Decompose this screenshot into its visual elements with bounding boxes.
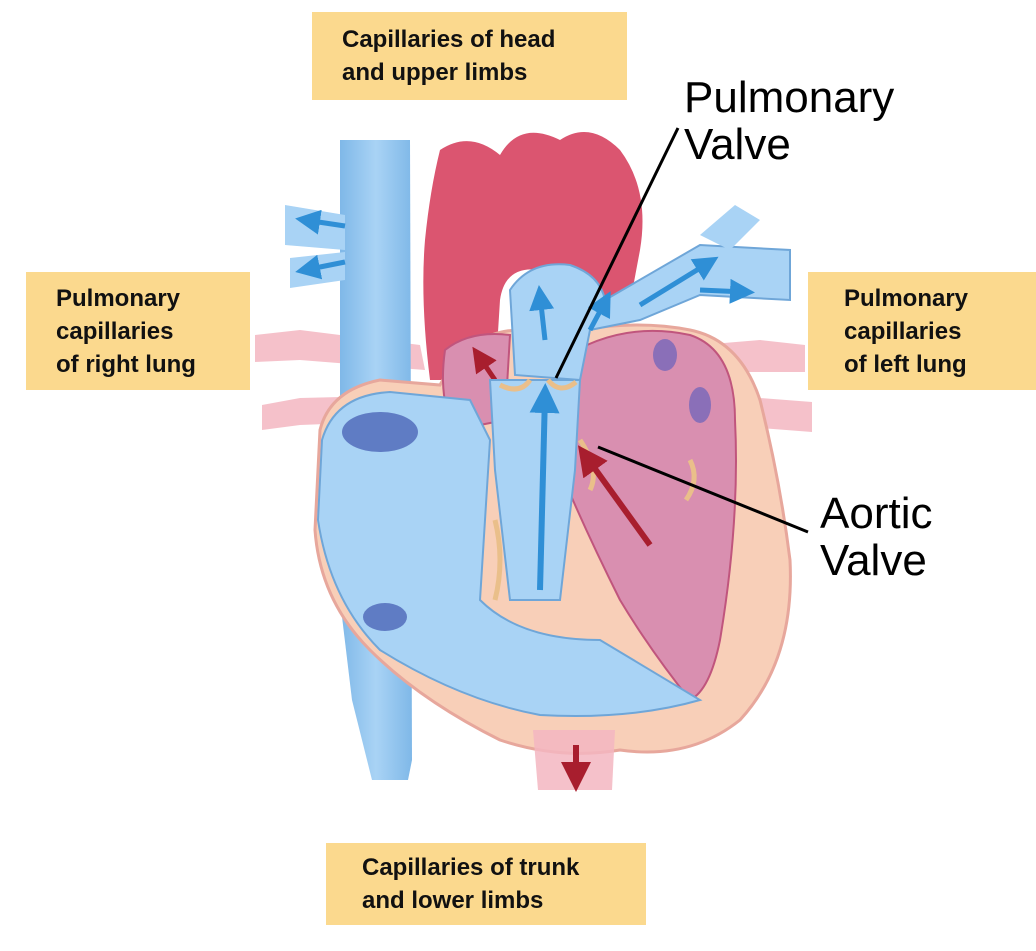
left-pulmonary-artery [508,243,791,382]
right-ventricle-flow-arrow [529,383,560,591]
vein-opening [653,339,677,371]
callout-aortic-valve: Aortic Valve [820,489,933,585]
aortic-valve-leader [597,445,809,534]
label-capillaries-trunk-lower-limbs: Capillaries of trunk and lower limbs [326,843,646,925]
vena-cava-opening [342,412,418,452]
right-pulmonary-artery [285,205,346,288]
pulmonary-valve-leader [554,127,680,379]
label-pulmonary-capillaries-right-lung: Pulmonary capillaries of right lung [26,272,250,390]
label-capillaries-head-upper-limbs: Capillaries of head and upper limbs [312,12,627,100]
callout-pulmonary-valve: Pulmonary Valve [684,73,895,169]
left-ventricle-flow-arrow [577,445,653,547]
right-heart-chambers [316,390,703,717]
coronary-sinus [363,603,407,631]
vein-opening [689,387,711,423]
label-pulmonary-capillaries-left-lung: Pulmonary capillaries of left lung [808,272,1036,390]
left-heart-chambers [559,329,737,702]
